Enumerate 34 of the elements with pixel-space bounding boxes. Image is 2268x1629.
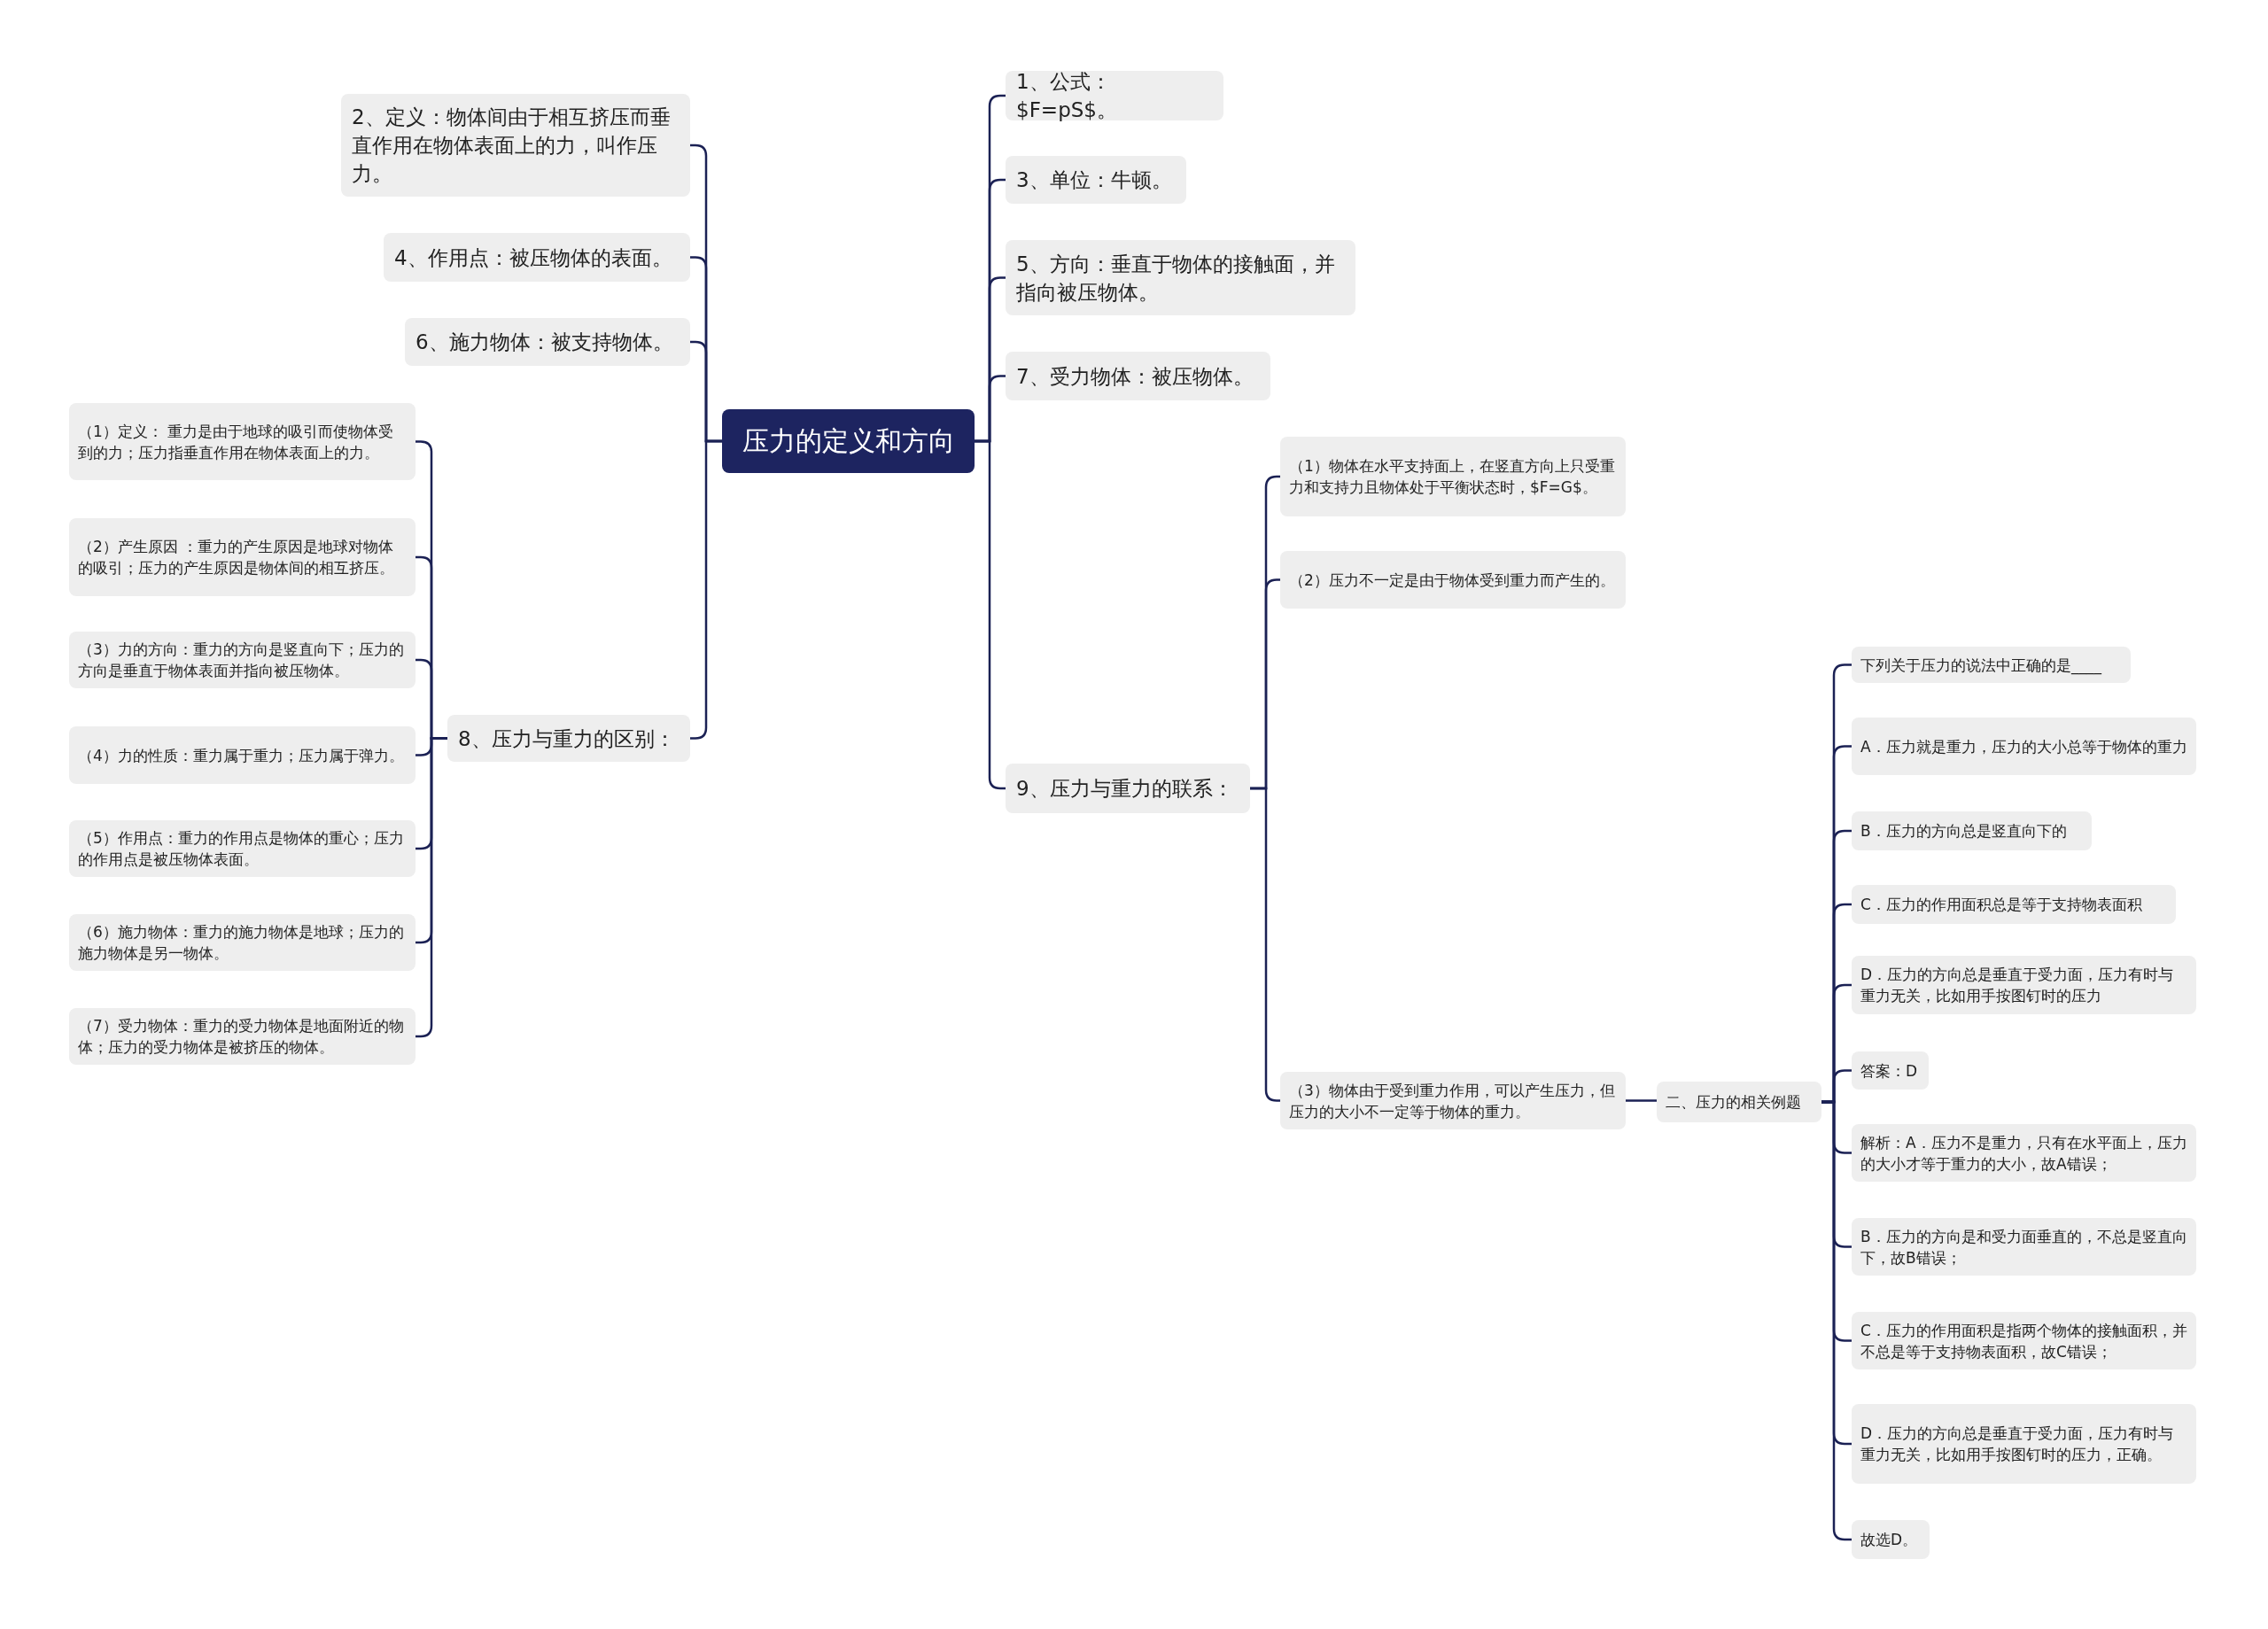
topic-box: 二、压力的相关例题 [1657, 1082, 1821, 1122]
topic-box: B．压力的方向总是竖直向下的 [1852, 811, 2092, 850]
topic-box: C．压力的作用面积是指两个物体的接触面积，并不总是等于支持物表面积，故C错误； [1852, 1312, 2196, 1369]
topic-box: 9、压力与重力的联系： [1006, 764, 1250, 813]
central-topic-box: 压力的定义和方向 [722, 409, 975, 473]
topic-box: （1）定义： 重力是由于地球的吸引而使物体受到的力；压力指垂直作用在物体表面上的力。 [69, 403, 416, 480]
topic-box: （7）受力物体：重力的受力物体是地面附近的物体；压力的受力物体是被挤压的物体。 [69, 1008, 416, 1065]
topic-box: （5）作用点：重力的作用点是物体的重心；压力的作用点是被压物体表面。 [69, 820, 416, 877]
topic-box: 故选D。 [1852, 1520, 1930, 1559]
topic-box: 5、方向：垂直于物体的接触面，并指向被压物体。 [1006, 240, 1355, 315]
topic-box: 8、压力与重力的区别： [447, 715, 690, 762]
topic-box: D．压力的方向总是垂直于受力面，压力有时与重力无关，比如用手按图钉时的压力，正确。 [1852, 1404, 2196, 1484]
topic-box: （2）压力不一定是由于物体受到重力而产生的。 [1280, 551, 1626, 609]
topic-box: C．压力的作用面积总是等于支持物表面积 [1852, 885, 2176, 924]
topic-box: （3）力的方向：重力的方向是竖直向下；压力的方向是垂直于物体表面并指向被压物体。 [69, 632, 416, 688]
topic-box: A．压力就是重力，压力的大小总等于物体的重力 [1852, 718, 2196, 775]
topic-box: 3、单位：牛顿。 [1006, 156, 1186, 204]
topic-box: （6）施力物体：重力的施力物体是地球；压力的施力物体是另一物体。 [69, 914, 416, 971]
topic-box: （2）产生原因 ：重力的产生原因是地球对物体的吸引；压力的产生原因是物体间的相互挤压。 [69, 518, 416, 596]
topic-box: 解析：A．压力不是重力，只有在水平面上，压力的大小才等于重力的大小，故A错误； [1852, 1124, 2196, 1182]
topic-box: （4）力的性质：重力属于重力；压力属于弹力。 [69, 726, 416, 784]
connector-line [975, 439, 1006, 790]
topic-box: 2、定义：物体间由于相互挤压而垂直作用在物体表面上的力，叫作压力。 [341, 94, 690, 197]
topic-box: （3）物体由于受到重力作用，可以产生压力，但压力的大小不一定等于物体的重力。 [1280, 1072, 1626, 1129]
topic-box: 下列关于压力的说法中正确的是____ [1852, 647, 2131, 683]
topic-box: 7、受力物体：被压物体。 [1006, 352, 1270, 400]
topic-box: B．压力的方向是和受力面垂直的，不总是竖直向下，故B错误； [1852, 1218, 2196, 1276]
topic-box: 答案：D [1852, 1051, 1929, 1090]
topic-box: （1）物体在水平支持面上，在竖直方向上只受重力和支持力且物体处于平衡状态时，$F=G$。 [1280, 437, 1626, 516]
topic-box: 6、施力物体：被支持物体。 [405, 318, 690, 366]
topic-box: 4、作用点：被压物体的表面。 [384, 233, 690, 282]
topic-box: D．压力的方向总是垂直于受力面，压力有时与重力无关，比如用手按图钉时的压力 [1852, 956, 2196, 1014]
topic-box: 1、公式： $F=pS$。 [1006, 71, 1223, 120]
connector-line [1626, 1099, 1657, 1102]
